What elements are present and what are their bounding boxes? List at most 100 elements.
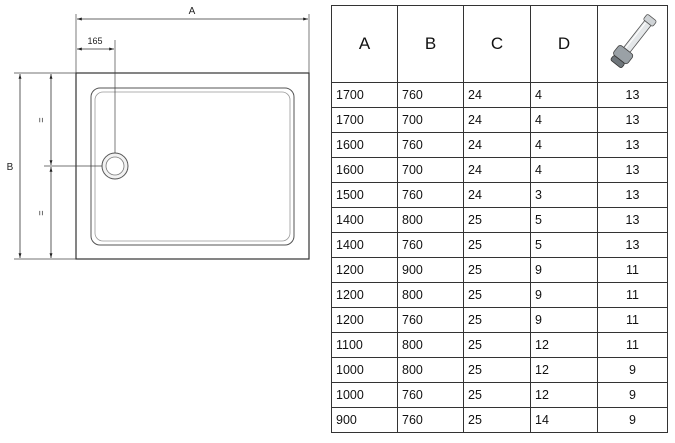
cell-c: 24 (463, 107, 531, 133)
cell-a: 1600 (331, 132, 398, 158)
cell-b: 760 (397, 232, 464, 258)
cell-fitting: 13 (597, 132, 668, 158)
cell-c: 25 (463, 207, 531, 233)
cell-a: 1400 (331, 207, 398, 233)
cell-c: 25 (463, 357, 531, 383)
cell-c: 24 (463, 182, 531, 208)
header-a: A (331, 5, 398, 83)
drain-inner (105, 156, 125, 176)
cell-d: 14 (530, 407, 598, 433)
cell-a: 900 (331, 407, 398, 433)
cell-b: 760 (397, 132, 464, 158)
cell-b: 900 (397, 257, 464, 283)
cell-d: 12 (530, 382, 598, 408)
cell-a: 1200 (331, 257, 398, 283)
cell-c: 24 (463, 132, 531, 158)
equal-mark-lower: = (36, 210, 46, 215)
cell-fitting: 13 (597, 157, 668, 183)
cell-fitting: 9 (597, 357, 668, 383)
cell-b: 760 (397, 382, 464, 408)
cell-d: 9 (530, 307, 598, 333)
cell-b: 800 (397, 357, 464, 383)
cell-d: 5 (530, 232, 598, 258)
cell-a: 1100 (331, 332, 398, 358)
drain-fitting-icon (610, 13, 656, 68)
cell-b: 760 (397, 82, 464, 108)
cell-c: 25 (463, 257, 531, 283)
cell-b: 700 (397, 157, 464, 183)
cell-d: 9 (530, 282, 598, 308)
cell-c: 24 (463, 82, 531, 108)
cell-b: 760 (397, 182, 464, 208)
cell-d: 9 (530, 257, 598, 283)
cell-fitting: 13 (597, 82, 668, 108)
dim-b-label: B (7, 162, 14, 173)
cell-a: 1600 (331, 157, 398, 183)
cell-a: 1000 (331, 357, 398, 383)
cell-fitting: 13 (597, 232, 668, 258)
cell-fitting: 13 (597, 182, 668, 208)
cell-d: 4 (530, 157, 598, 183)
shower-tray-drawing: A 165 B = = (7, 6, 310, 260)
cell-c: 25 (463, 332, 531, 358)
cell-a: 1200 (331, 282, 398, 308)
cell-fitting: 11 (597, 307, 668, 333)
cell-b: 800 (397, 282, 464, 308)
header-fitting (597, 5, 668, 83)
cell-fitting: 13 (597, 207, 668, 233)
table-header-row: A B C D (331, 5, 668, 83)
cell-c: 24 (463, 157, 531, 183)
header-b: B (397, 5, 464, 83)
cell-b: 800 (397, 207, 464, 233)
cell-d: 4 (530, 107, 598, 133)
cell-d: 12 (530, 332, 598, 358)
cell-c: 25 (463, 282, 531, 308)
cell-a: 1700 (331, 82, 398, 108)
cell-fitting: 13 (597, 107, 668, 133)
cell-a: 1500 (331, 182, 398, 208)
cell-fitting: 11 (597, 257, 668, 283)
cell-a: 1700 (331, 107, 398, 133)
tray-inner-basin-edge (94, 91, 291, 242)
cell-b: 800 (397, 332, 464, 358)
cell-fitting: 9 (597, 382, 668, 408)
equal-mark-upper: = (36, 117, 46, 122)
header-c: C (463, 5, 531, 83)
cell-d: 12 (530, 357, 598, 383)
cell-d: 4 (530, 82, 598, 108)
cell-a: 1200 (331, 307, 398, 333)
cell-fitting: 11 (597, 282, 668, 308)
dim-a-label: A (189, 6, 196, 17)
tray-inner-basin (90, 87, 295, 246)
cell-c: 25 (463, 307, 531, 333)
cell-c: 25 (463, 407, 531, 433)
cell-a: 1400 (331, 232, 398, 258)
cell-c: 25 (463, 232, 531, 258)
cell-b: 700 (397, 107, 464, 133)
cell-fitting: 9 (597, 407, 668, 433)
cell-d: 3 (530, 182, 598, 208)
cell-b: 760 (397, 307, 464, 333)
cell-d: 4 (530, 132, 598, 158)
drain-offset-label: 165 (87, 36, 102, 46)
cell-d: 5 (530, 207, 598, 233)
cell-c: 25 (463, 382, 531, 408)
cell-fitting: 11 (597, 332, 668, 358)
cell-b: 760 (397, 407, 464, 433)
header-d: D (530, 5, 598, 83)
